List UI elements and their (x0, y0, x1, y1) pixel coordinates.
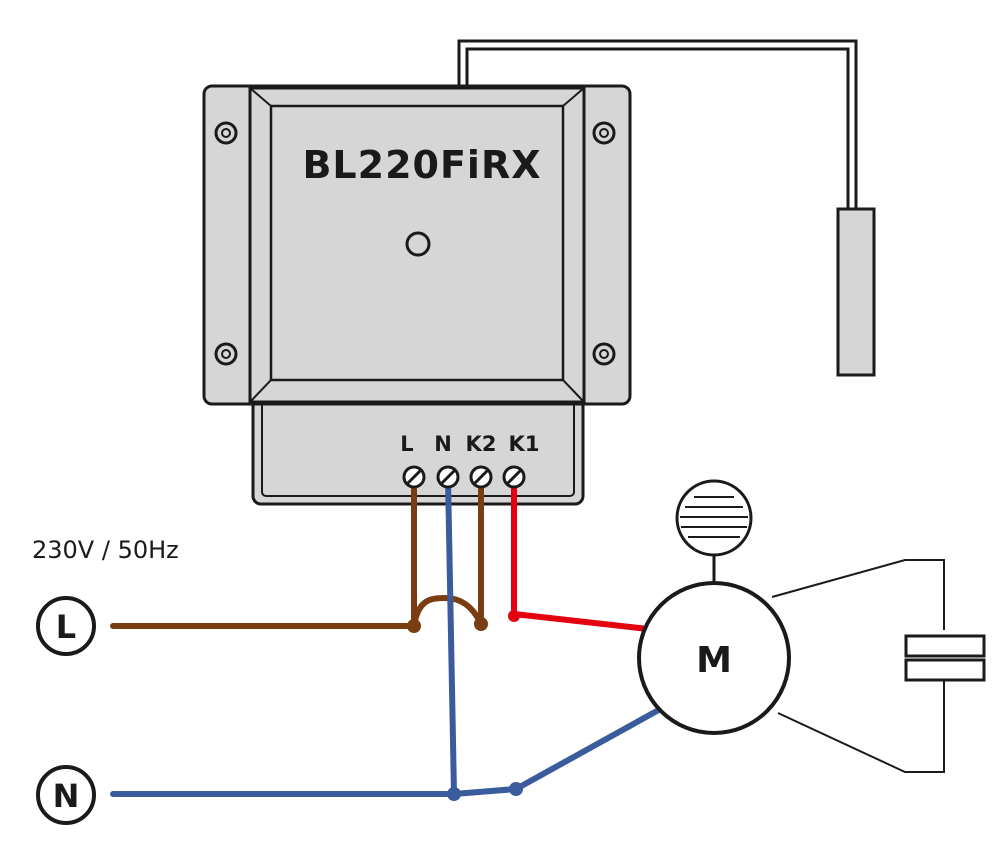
neutral-wire (110, 475, 667, 797)
terminal-label-k2: K2 (466, 432, 497, 456)
status-led-icon (405, 231, 431, 257)
neutral-symbol: N (36, 765, 96, 825)
device-housing (202, 84, 632, 506)
device-model: BL220FiRX (302, 143, 541, 187)
line-symbol: L (36, 596, 96, 656)
junction-dot (407, 610, 523, 801)
terminal-label-k1: K1 (509, 432, 540, 456)
neutral-symbol-label: N (53, 777, 80, 815)
mounting-screw (214, 121, 616, 366)
capacitor-icon (904, 634, 986, 682)
motor-label: M (696, 640, 732, 681)
sensor-cable (457, 39, 858, 210)
terminal-screw (402, 465, 526, 489)
capacitor-wiring (771, 559, 945, 773)
terminal-label-l: L (400, 432, 413, 456)
motor-icon: M (637, 581, 791, 735)
terminal-labels: L N K2 K1 (400, 432, 539, 456)
terminal-label-n: N (434, 432, 452, 456)
supply-label: 230V / 50Hz (32, 536, 179, 564)
line-symbol-label: L (56, 608, 76, 646)
sensor-probe (836, 207, 876, 377)
fan-icon (675, 479, 753, 585)
